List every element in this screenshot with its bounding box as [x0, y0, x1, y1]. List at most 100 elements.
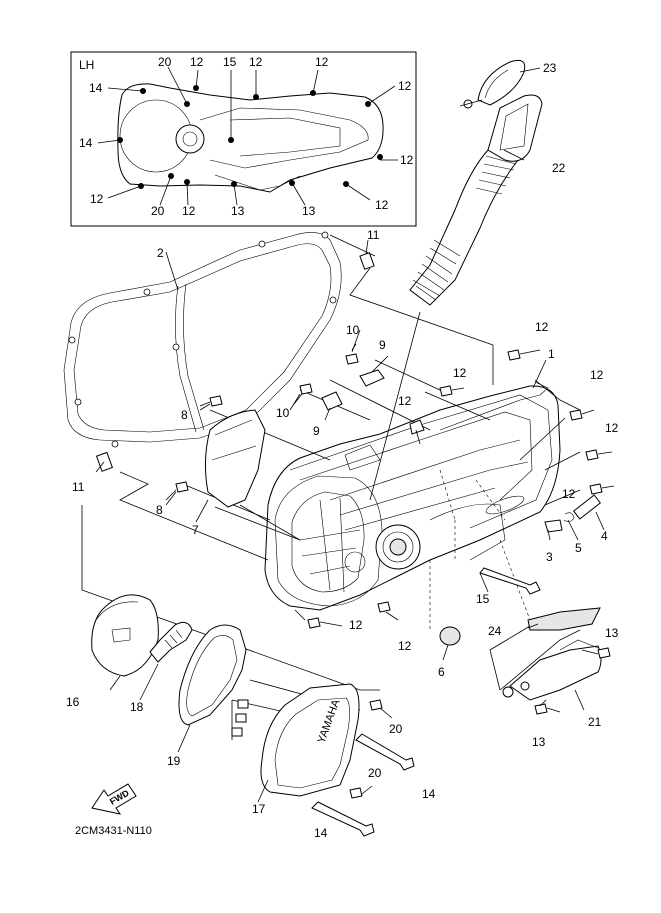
duct-clamp-23 [459, 59, 526, 109]
bracket-9-b [321, 391, 343, 411]
callout-18: 18 [130, 700, 144, 714]
bolt-14-b [311, 801, 375, 837]
drive-belt-19 [178, 624, 247, 726]
assembly-guide-lines [81, 234, 581, 740]
callout-leaders [95, 67, 605, 803]
bolt-13-a [581, 647, 611, 659]
callout-20-b: 20 [368, 766, 382, 780]
callout-22: 22 [552, 161, 566, 175]
callout-12-h: 12 [398, 639, 412, 653]
inset-rib-a [199, 107, 369, 169]
callout-12-f: 12 [562, 487, 576, 501]
inset-leaders [97, 66, 398, 206]
bolt-20-b [349, 785, 373, 799]
bolt-12-a [507, 349, 541, 361]
cover-emblem [485, 495, 525, 515]
inset-cover-outline [117, 83, 384, 193]
bolt-10-a [345, 343, 359, 365]
bolt-12-f [589, 483, 615, 495]
callout-2: 2 [157, 246, 164, 260]
callout-17: 17 [252, 802, 266, 816]
air-duct-22 [409, 94, 543, 306]
callout-20-a: 20 [389, 722, 403, 736]
bolt-12-h [377, 601, 399, 621]
callout-12-e: 12 [605, 421, 619, 435]
callout-6: 6 [438, 665, 445, 679]
inset-callout-15: 15 [223, 55, 237, 69]
callout-13-a: 13 [605, 626, 619, 640]
inset-callout-14-b: 14 [79, 136, 93, 150]
inset-rib-b [229, 117, 341, 157]
callout-8-b: 8 [156, 503, 163, 517]
callout-5: 5 [575, 541, 582, 555]
callout-21: 21 [588, 715, 602, 729]
callout-8-a: 8 [181, 408, 188, 422]
bracket-9-a [359, 369, 385, 387]
inset-callout-12-g: 12 [182, 204, 196, 218]
bolts [165, 343, 615, 837]
callout-13-b: 13 [532, 735, 546, 749]
inset-callout-12-b: 12 [249, 55, 263, 69]
bolt-13-b [534, 703, 561, 715]
bolt-10-b [293, 383, 313, 405]
inset-callout-12-f: 12 [90, 192, 104, 206]
bolt-12-d [569, 409, 595, 421]
inset-callout-14-a: 14 [89, 81, 103, 95]
clip-18 [149, 621, 193, 663]
bolt-14-a [355, 733, 415, 771]
callout-23: 23 [543, 61, 557, 75]
bolt-8-b [165, 481, 189, 501]
gasket-2 [63, 231, 342, 448]
diagram-code: 2CM3431-N110 [75, 825, 152, 837]
callout-4: 4 [601, 529, 608, 543]
inset-callout-12-h: 12 [375, 198, 389, 212]
inset-pulley-ring [175, 124, 205, 154]
callout-14-b: 14 [314, 826, 328, 840]
callout-12-d: 12 [398, 394, 412, 408]
callout-12-c: 12 [590, 368, 604, 382]
bolt-8-a [199, 395, 223, 407]
callout-11-a: 11 [367, 228, 380, 242]
bolt-12-b [439, 385, 465, 397]
bolt-20-a [369, 699, 393, 719]
bolt-12-g [307, 617, 343, 629]
inset-callout-20-b: 20 [151, 204, 165, 218]
inset-callout-12-a: 12 [190, 55, 204, 69]
disc-16 [91, 594, 159, 677]
clip-5 [563, 512, 575, 522]
pin-4 [572, 494, 602, 520]
inset-callout-12-d: 12 [398, 79, 412, 93]
callout-12-g: 12 [349, 618, 363, 632]
bolt-12-c [409, 419, 425, 445]
callout-24: 24 [488, 624, 502, 638]
inset-callout-12-e: 12 [400, 153, 414, 167]
callout-3: 3 [546, 550, 553, 564]
callout-16: 16 [66, 695, 80, 709]
dowel-pin-11-upper [359, 252, 375, 270]
bolt-12-e [585, 449, 613, 461]
lh-inset-title: LH [79, 58, 94, 72]
inset-callout-12-c: 12 [315, 55, 329, 69]
callout-19: 19 [167, 754, 181, 768]
cover-fan-housing [274, 475, 383, 607]
cap-6 [439, 626, 461, 646]
cover-plate-7 [204, 409, 266, 508]
inset-callout-13-a: 13 [231, 204, 245, 218]
callout-7: 7 [192, 523, 199, 537]
pivot-3 [544, 519, 563, 533]
fwd-arrow-icon: FWD [91, 783, 137, 815]
lh-inset: LH 20 12 15 12 12 14 12 14 [70, 51, 417, 227]
callout-12-a: 12 [535, 320, 549, 334]
callout-9-a: 9 [379, 338, 386, 352]
callout-9-b: 9 [313, 424, 320, 438]
inset-pulley-hub [182, 131, 198, 147]
crankcase-cover-1 [264, 381, 561, 611]
bolt-15 [479, 567, 541, 595]
callout-12-b: 12 [453, 366, 467, 380]
pad-24 [527, 607, 601, 631]
callout-14-a: 14 [422, 787, 436, 801]
callout-15: 15 [476, 592, 490, 606]
lower-cover-17: YAMAHA [231, 683, 360, 797]
inset-callout-20-a: 20 [158, 55, 172, 69]
